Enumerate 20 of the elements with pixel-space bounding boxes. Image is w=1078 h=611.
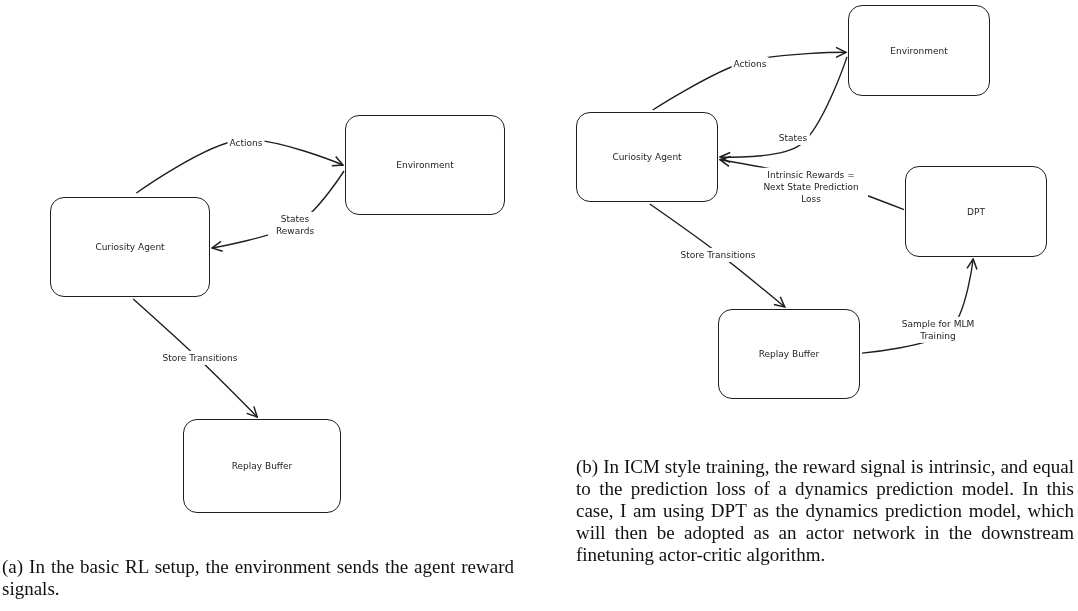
edge-label: Store Transitions [678,247,758,263]
rounded-box [848,5,990,96]
arrow [719,56,848,164]
rounded-box [576,112,718,202]
node-label: Replay Buffer [231,461,293,471]
rounded-box [50,197,210,297]
rounded-box [345,115,505,215]
node-label: Replay Buffer [758,349,820,359]
node-label: Curiosity Agent [612,152,682,162]
edge-label: Store Transitions [160,350,240,366]
node-label: DPT [967,206,985,217]
rounded-box [718,309,860,399]
node-label: Curiosity Agent [95,242,165,252]
arrow [132,298,258,418]
caption-text: (b) In ICM style training, the reward signal is intrinsic, and equal to the prediction loss of a dynamics prediction model. In this case, I am using DPT as the dynamics prediction model, which will then be adopted as an actor network in the downstream finetuning actor-critic algorithm. [576,456,1074,566]
rounded-box [905,166,1047,257]
node-label: Environment [396,160,454,170]
caption-text: (a) In the basic RL setup, the environment sends the agent reward signals. [2,556,514,600]
rounded-box [183,419,341,513]
node-label: Environment [890,45,948,56]
